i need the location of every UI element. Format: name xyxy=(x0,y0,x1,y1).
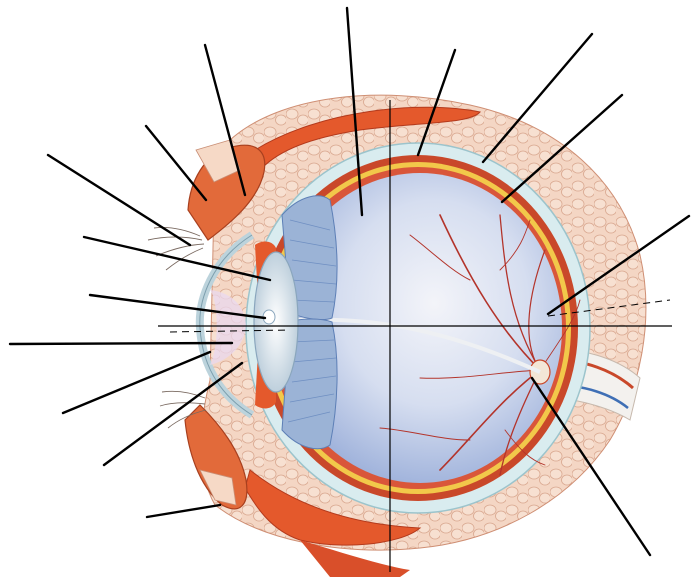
leader-line-9 xyxy=(147,505,220,517)
leader-line-2 xyxy=(146,126,206,200)
lens xyxy=(254,252,298,392)
leader-line-3 xyxy=(48,155,190,245)
leader-line-6 xyxy=(10,343,232,344)
